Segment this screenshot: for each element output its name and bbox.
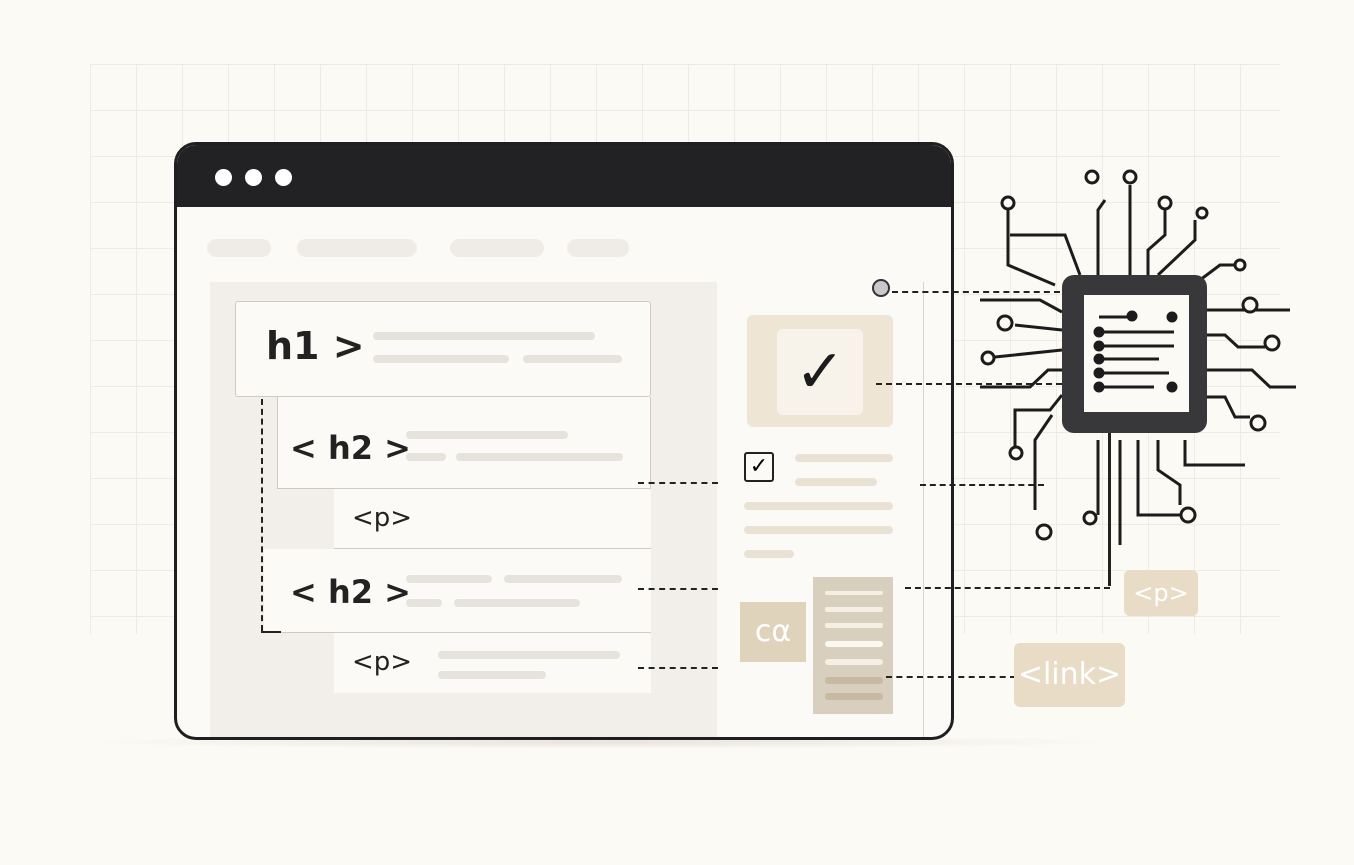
- text-placeholder: [438, 671, 546, 679]
- dashed-connector: [638, 588, 718, 590]
- text-line: [825, 659, 883, 665]
- dashed-connector: [920, 484, 1044, 486]
- tree-connector: [261, 399, 263, 631]
- p-tag-badge[interactable]: <p>: [1124, 570, 1198, 616]
- text-placeholder: [406, 453, 446, 461]
- text-placeholder: [373, 355, 509, 363]
- dashed-connector: [876, 383, 1062, 385]
- text-line: [825, 607, 883, 612]
- chip-document: [1084, 295, 1189, 412]
- outline-item-p[interactable]: <p>: [334, 489, 651, 549]
- preview-panel: ✓ ✓ cα: [717, 282, 924, 737]
- outline-item-p[interactable]: <p>: [334, 633, 651, 693]
- nav-placeholder[interactable]: [567, 239, 629, 257]
- tag-label: <p>: [352, 503, 413, 533]
- text-line: [825, 641, 883, 647]
- text-line: [825, 591, 883, 595]
- text-placeholder: [456, 453, 623, 461]
- dashed-connector: [638, 482, 718, 484]
- outline-item-h2[interactable]: < h2 >: [277, 397, 651, 489]
- dashed-connector: [905, 587, 1110, 589]
- chip-icon: [1062, 275, 1207, 433]
- text-placeholder: [744, 550, 794, 558]
- checkbox-icon[interactable]: ✓: [744, 452, 774, 482]
- text-placeholder: [795, 478, 877, 486]
- solid-connector: [1108, 420, 1111, 586]
- title-bar: [177, 145, 951, 207]
- text-placeholder: [406, 599, 442, 607]
- outline-item-h1[interactable]: h1 >: [235, 301, 651, 397]
- link-tag-badge[interactable]: <link>: [1014, 643, 1125, 707]
- tag-label: < h2 >: [290, 573, 411, 611]
- tag-label: h1 >: [266, 324, 365, 368]
- text-line: [825, 693, 883, 700]
- nav-placeholder[interactable]: [297, 239, 417, 257]
- text-line: [825, 623, 883, 628]
- document-tile[interactable]: [813, 577, 893, 714]
- tree-connector: [261, 631, 281, 633]
- symbol-tile[interactable]: cα: [740, 602, 806, 662]
- large-check-card[interactable]: ✓: [747, 315, 893, 427]
- window-dot[interactable]: [245, 169, 262, 186]
- text-placeholder: [438, 651, 620, 659]
- window-dot[interactable]: [215, 169, 232, 186]
- nav-placeholder[interactable]: [207, 239, 271, 257]
- window-dot[interactable]: [275, 169, 292, 186]
- outline-item-h2[interactable]: < h2 >: [264, 549, 651, 633]
- dashed-connector: [892, 291, 1060, 293]
- text-placeholder: [406, 575, 492, 583]
- text-placeholder: [454, 599, 580, 607]
- tag-label: <p>: [352, 647, 413, 677]
- text-placeholder: [744, 526, 893, 534]
- text-placeholder: [744, 502, 893, 510]
- text-placeholder: [406, 431, 568, 439]
- list-icon: [1093, 310, 1178, 393]
- text-placeholder: [373, 332, 595, 340]
- tag-label: < h2 >: [290, 429, 411, 467]
- checkmark-icon: ✓: [777, 329, 863, 415]
- dashed-connector: [638, 667, 718, 669]
- circuit-traces-icon: [980, 169, 1296, 545]
- browser-window: h1 > < h2 > <p> < h2 > <p> ✓ ✓ cα: [174, 142, 954, 740]
- text-line: [825, 677, 883, 684]
- text-placeholder: [523, 355, 622, 363]
- text-placeholder: [795, 454, 893, 462]
- connector-node[interactable]: [872, 279, 890, 297]
- nav-placeholder[interactable]: [450, 239, 544, 257]
- dashed-connector: [886, 676, 1016, 678]
- text-placeholder: [504, 575, 622, 583]
